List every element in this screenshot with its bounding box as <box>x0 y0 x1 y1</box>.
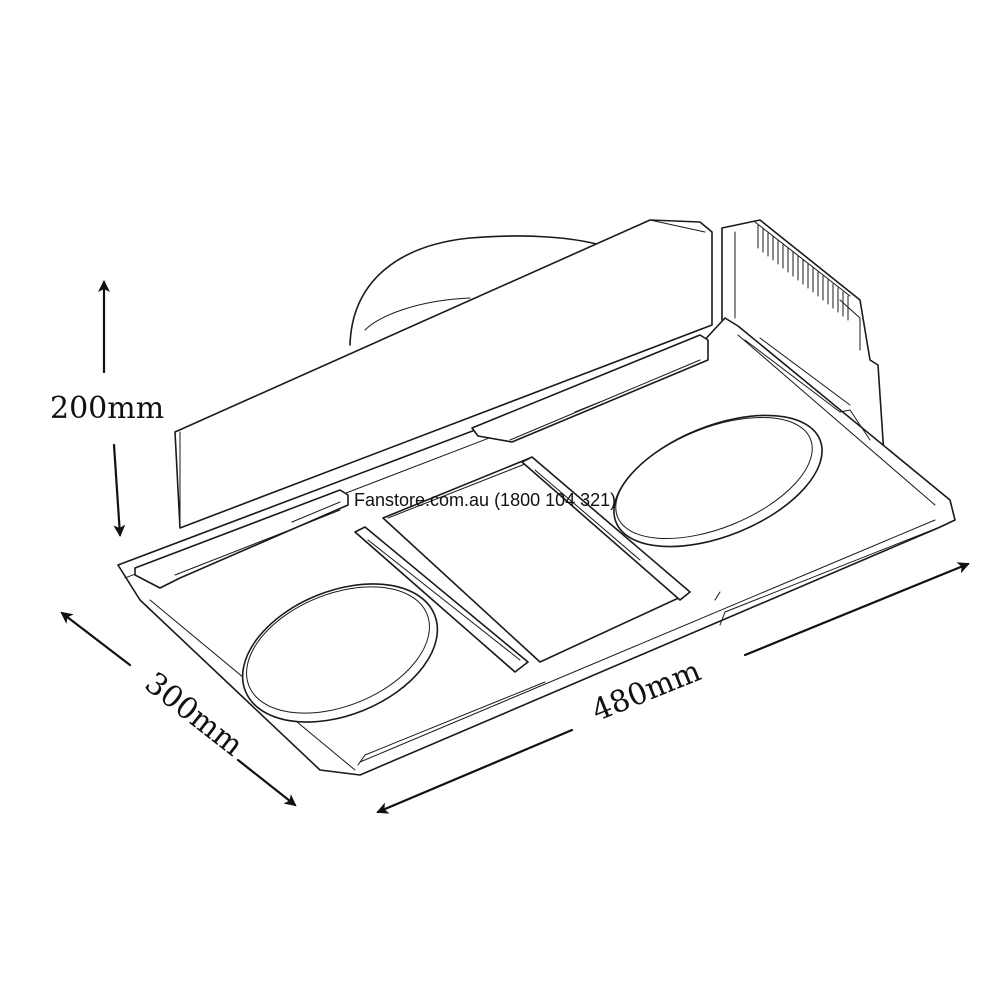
heat-lamp-left <box>241 583 439 723</box>
watermark-text: Fanstore.com.au (1800 104 321) <box>354 490 616 510</box>
mounting-clip-left <box>134 489 349 589</box>
duct-collar <box>349 235 601 346</box>
heat-lamp-right <box>613 414 823 548</box>
height-label: 200mm <box>50 391 164 426</box>
height-dimension: 200mm <box>50 280 164 537</box>
vent-grille <box>754 221 851 321</box>
mounting-clip-right <box>471 334 709 443</box>
centre-light-panel <box>354 456 691 673</box>
housing-body <box>174 219 886 529</box>
